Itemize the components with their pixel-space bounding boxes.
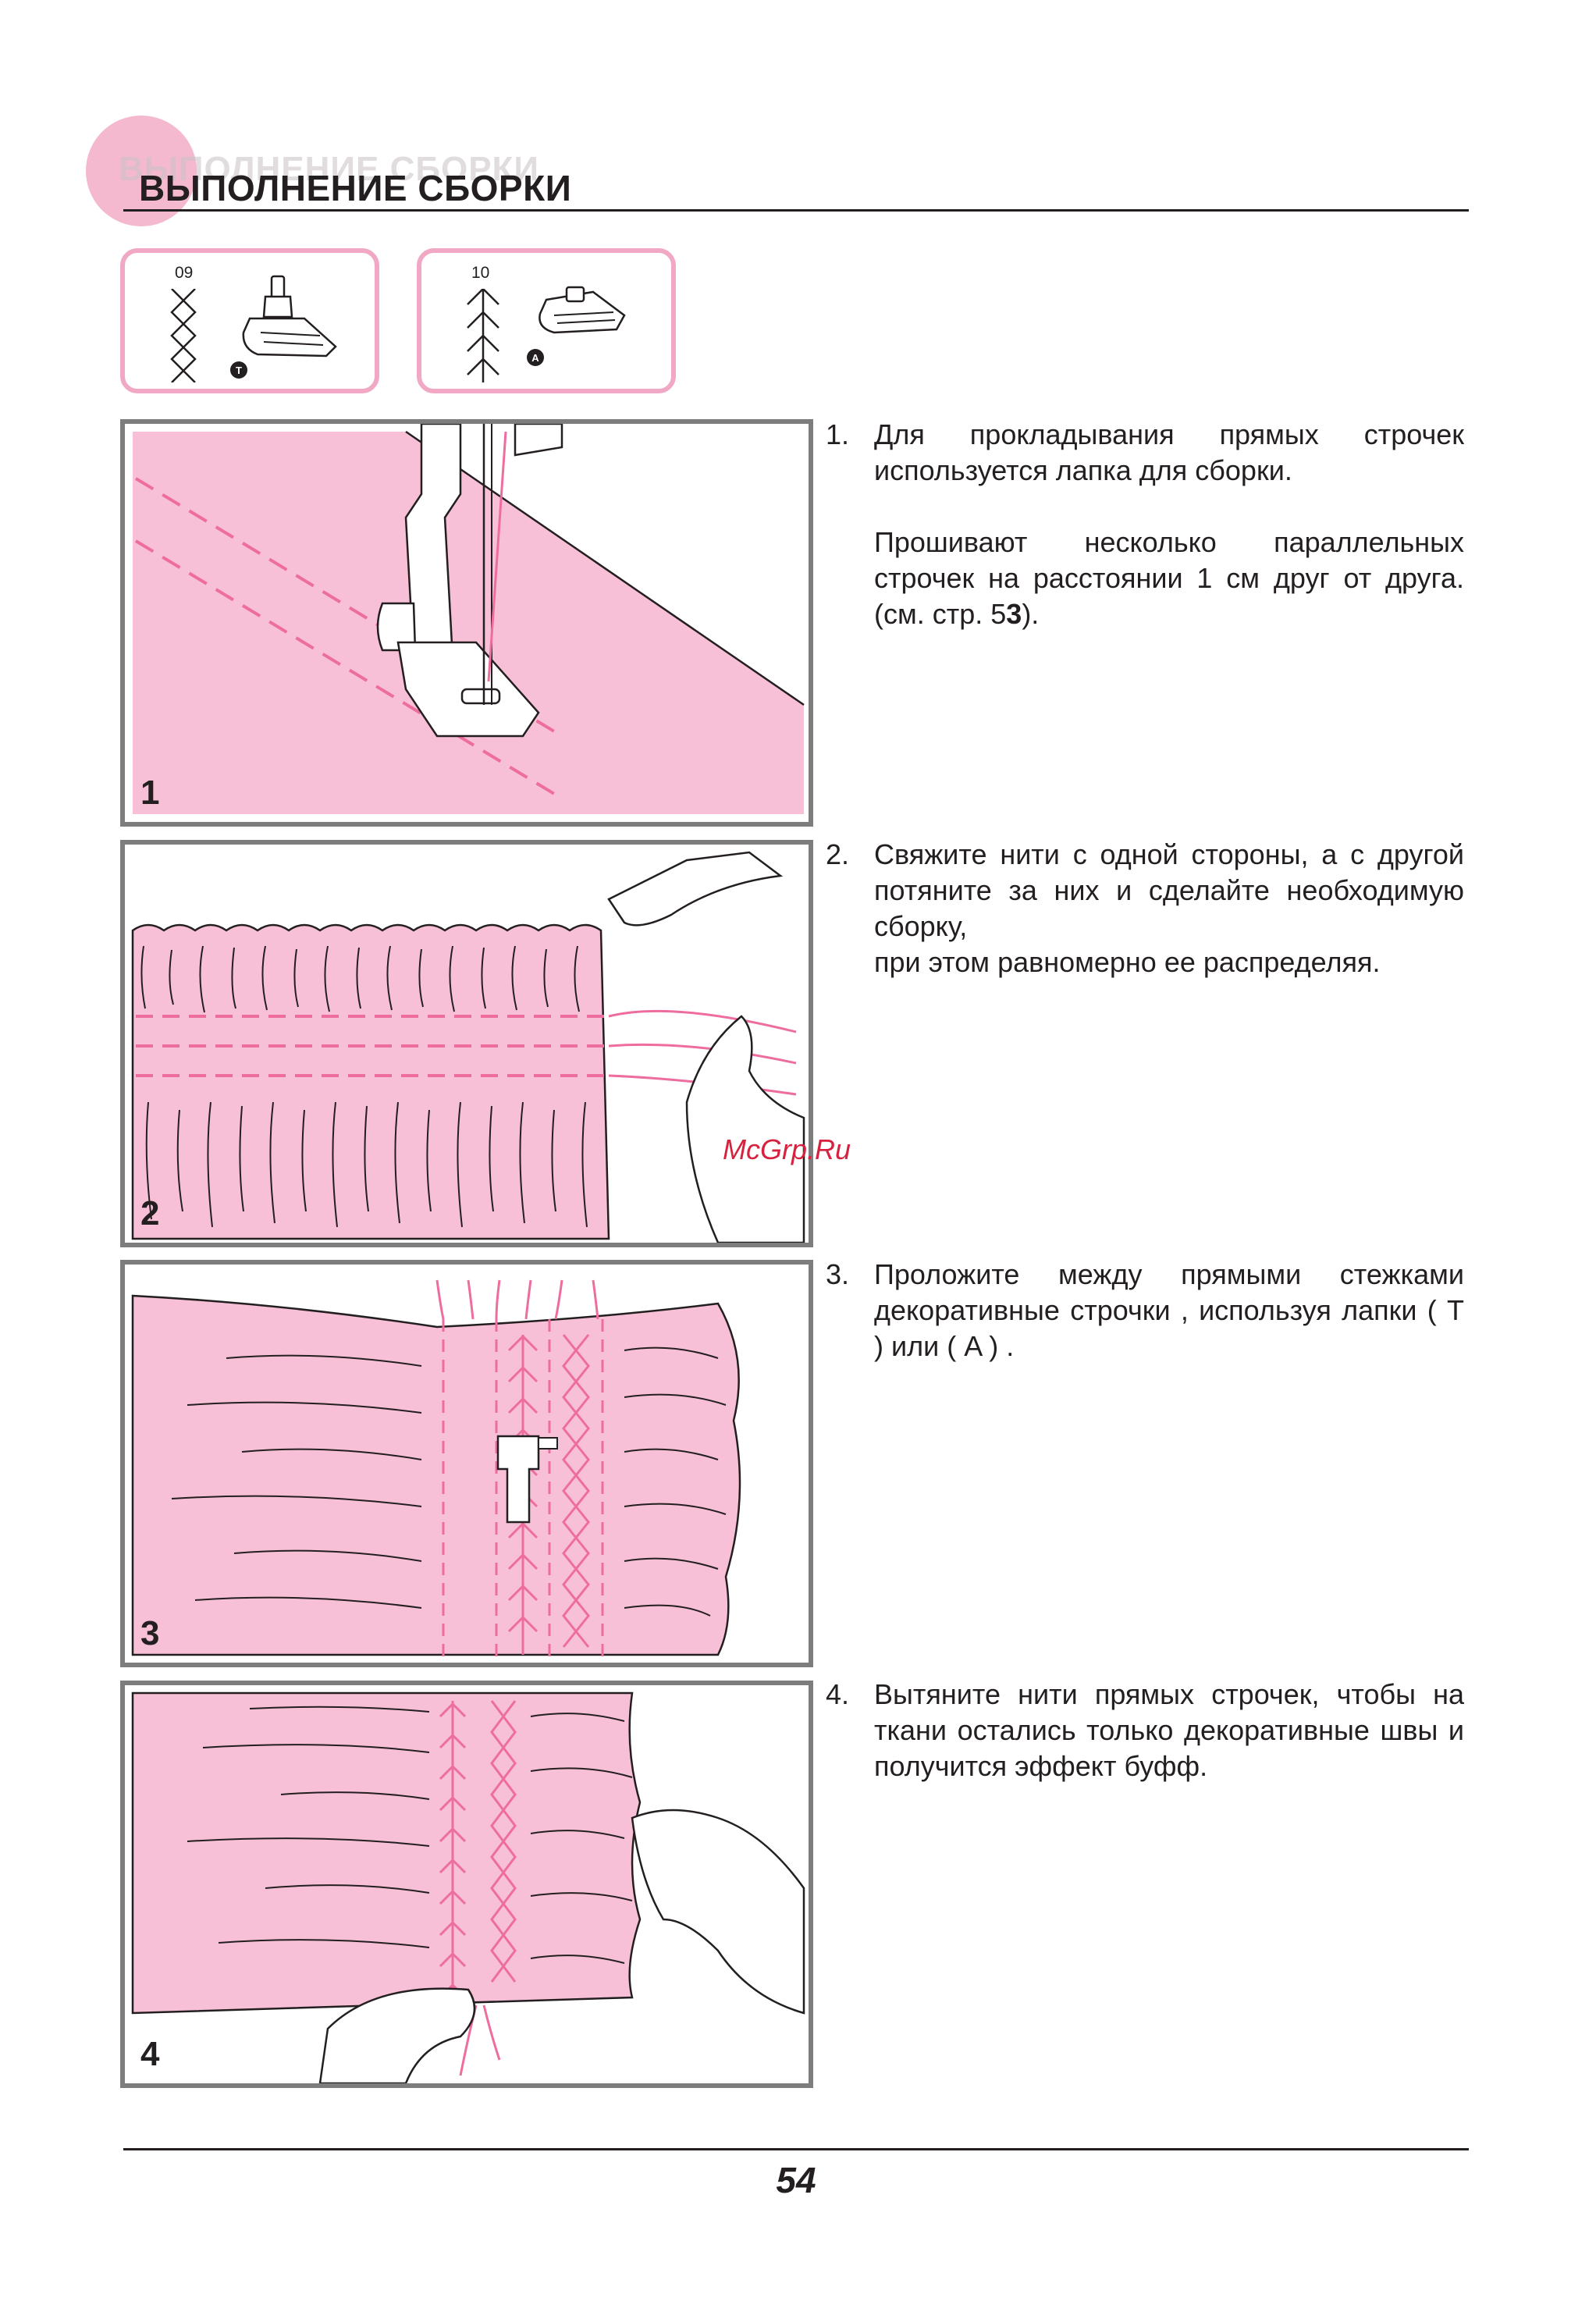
straight-stitch-illustration <box>133 424 805 814</box>
step-2-text: Свяжите нити с одной стороны, а с другой… <box>874 838 1464 942</box>
step-3: 3. Проложите между прямыми стежками деко… <box>826 1257 1464 1364</box>
page-title: ВЫПОЛНЕНИЕ СБОРКИ <box>139 168 572 208</box>
gathering-illustration <box>131 851 805 1243</box>
stitch-card-09: 09 T <box>120 248 379 393</box>
presser-foot-t-icon: T <box>230 275 337 379</box>
figure-label: 3 <box>140 1614 160 1652</box>
step-2: 2. Свяжите нити с одной стороны, а с дру… <box>826 837 1464 980</box>
foot-letter-a: A <box>531 352 539 364</box>
page-number: 54 <box>776 2160 816 2200</box>
step-1-detail: Прошивают несколько параллельных строчек… <box>874 526 1464 630</box>
title-shadow: ВЫПОЛНЕНИЕ СБОРКИ <box>119 150 540 188</box>
step-4-text: Вытяните нити прямых строчек, чтобы на т… <box>874 1678 1464 1782</box>
header-rule <box>123 209 1469 212</box>
figure-4: 4 <box>120 1681 813 2088</box>
presser-foot-a-icon: A <box>527 286 626 366</box>
figure-1: 1 <box>120 419 813 827</box>
figure-3: 3 <box>120 1260 813 1667</box>
smocking-result-illustration <box>131 1691 805 2083</box>
feather-stitch-icon <box>467 289 499 382</box>
step-number: 1. <box>826 418 850 450</box>
step-4: 4. Вытяните нити прямых строчек, чтобы н… <box>826 1677 1464 1784</box>
diamond-stitch-icon <box>170 289 197 382</box>
section-marker-circle <box>86 116 197 226</box>
step-number: 2. <box>826 838 850 870</box>
figure-label: 1 <box>140 774 160 812</box>
step-2-text-2: при этом равномерно ее распределяя. <box>874 946 1381 978</box>
stitch-number: 09 <box>175 264 194 282</box>
footer-rule <box>123 2148 1469 2150</box>
figure-label: 4 <box>140 2035 160 2073</box>
decorative-stitch-illustration <box>131 1279 741 1659</box>
step-1-text: Для прокладывания прямых строчек использ… <box>874 418 1464 486</box>
stitch-number: 10 <box>471 264 490 282</box>
watermark: McGrp.Ru <box>723 1133 851 1165</box>
step-3-text: Проложите между прямыми стежками декорат… <box>874 1258 1464 1362</box>
step-1: 1. Для прокладывания прямых строчек испо… <box>826 417 1464 632</box>
foot-letter-t: T <box>236 365 242 376</box>
step-number: 3. <box>826 1258 850 1290</box>
step-number: 4. <box>826 1678 850 1710</box>
stitch-card-10: 10 A <box>417 248 676 393</box>
figure-2: 2 <box>120 840 813 1247</box>
figure-label: 2 <box>140 1194 160 1233</box>
